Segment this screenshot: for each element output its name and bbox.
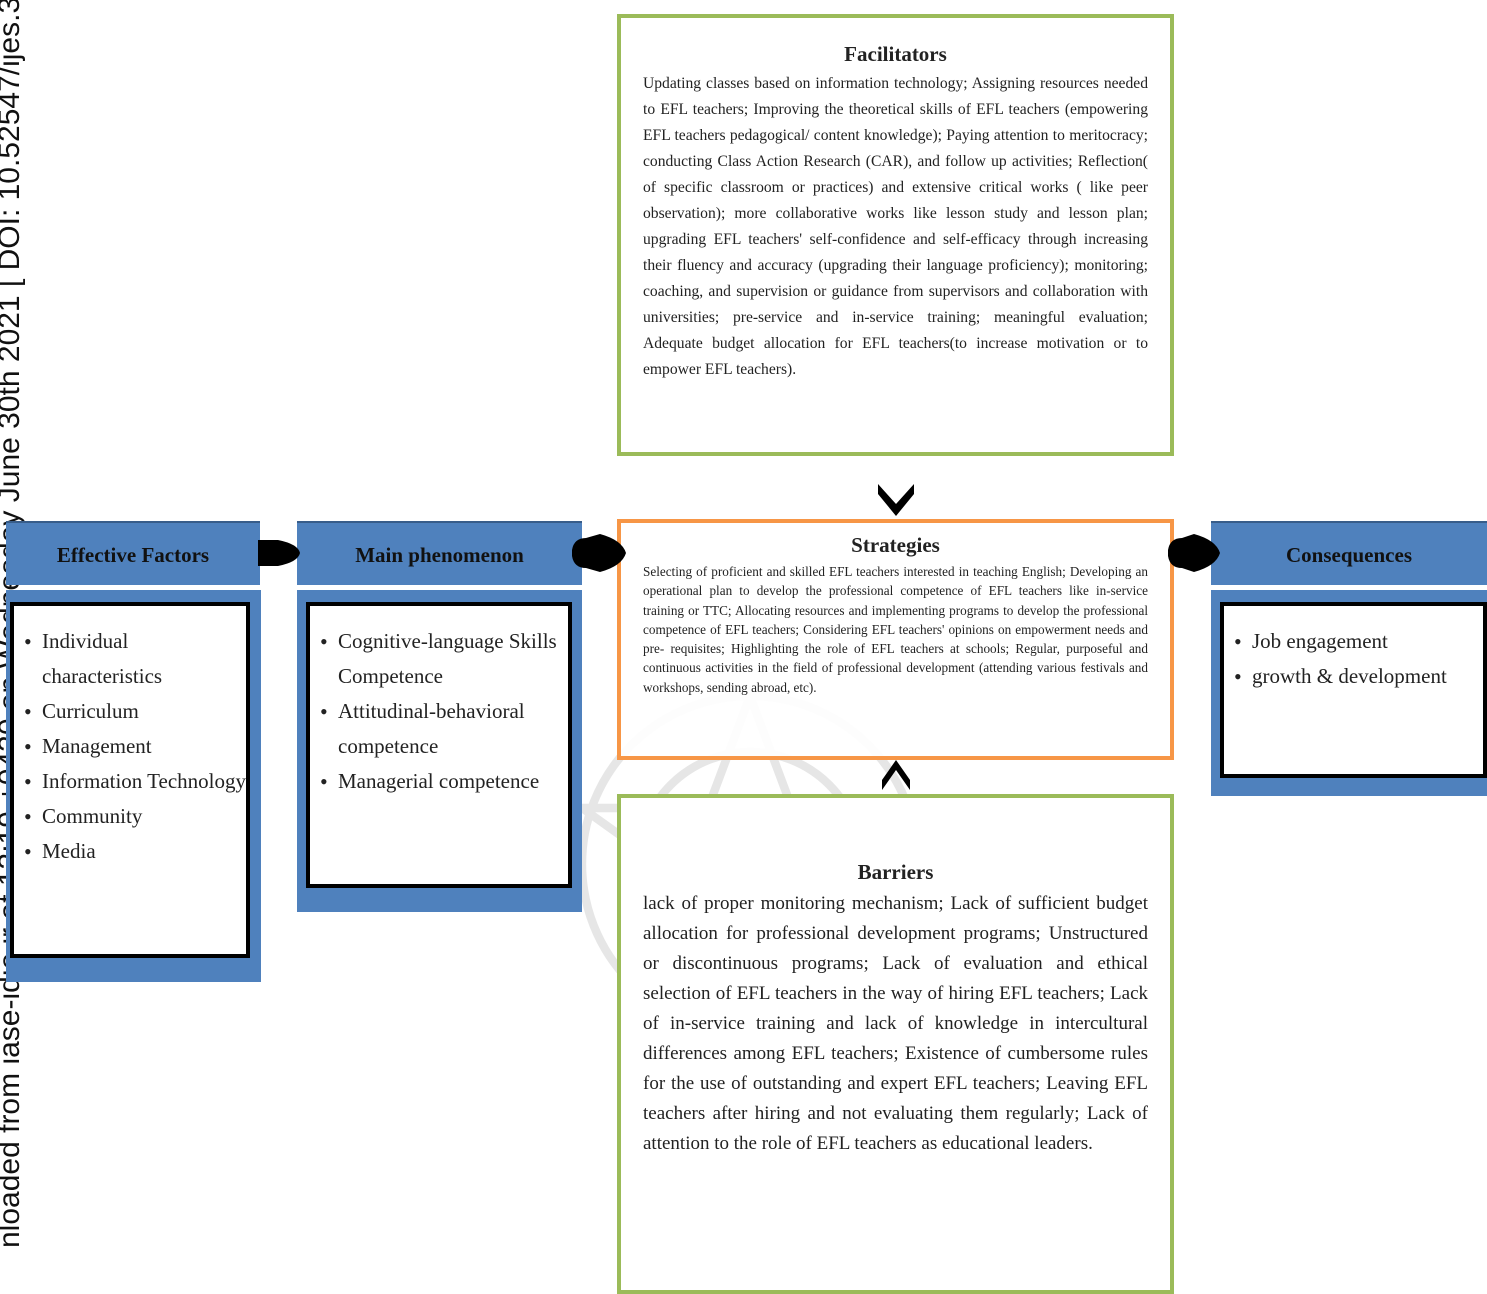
main-phenomenon-item: Cognitive-language Skills Competence [320,624,568,694]
consequence-item: growth & development [1234,659,1483,694]
effective-factors-title: Effective Factors [6,521,260,585]
effective-factor-item: Information Technology [24,764,246,799]
effective-factor-item: Management [24,729,246,764]
arrow-down-icon [878,484,914,516]
effective-factors-list: Individual characteristicsCurriculumMana… [14,606,246,869]
connector-arrow-1-icon [258,540,300,566]
main-phenomenon-list-box: Cognitive-language Skills CompetenceAtti… [306,602,572,888]
effective-factor-item: Curriculum [24,694,246,729]
consequences-list: Job engagementgrowth & development [1224,606,1483,694]
strategies-box: Strategies Selecting of proficient and s… [617,519,1174,760]
main-phenomenon-item: Managerial competence [320,764,568,799]
effective-factor-item: Media [24,834,246,869]
consequences-title: Consequences [1211,521,1487,585]
effective-factor-item: Individual characteristics [24,624,246,694]
main-phenomenon-item: Attitudinal-behavioral competence [320,694,568,764]
effective-factor-item: Community [24,799,246,834]
consequences-list-box: Job engagementgrowth & development [1220,602,1487,778]
arrow-up-icon [882,760,910,790]
connector-arrow-3-icon [1168,534,1220,572]
consequence-item: Job engagement [1234,624,1483,659]
barriers-box: Barriers lack of proper monitoring mecha… [617,794,1174,1294]
effective-factors-list-box: Individual characteristicsCurriculumMana… [10,602,250,958]
facilitators-box: Facilitators Updating classes based on i… [617,14,1174,456]
main-phenomenon-title: Main phenomenon [297,521,582,585]
main-phenomenon-list: Cognitive-language Skills CompetenceAtti… [310,606,568,799]
barriers-title: Barriers [857,860,934,884]
strategies-text: Selecting of proficient and skilled EFL … [643,564,1148,695]
facilitators-title: Facilitators [844,42,947,66]
connector-arrow-2-icon [572,534,626,572]
barriers-text: lack of proper monitoring mechanism; Lac… [643,893,1148,1154]
facilitators-text: Updating classes based on information te… [643,75,1148,378]
strategies-title: Strategies [851,533,940,557]
